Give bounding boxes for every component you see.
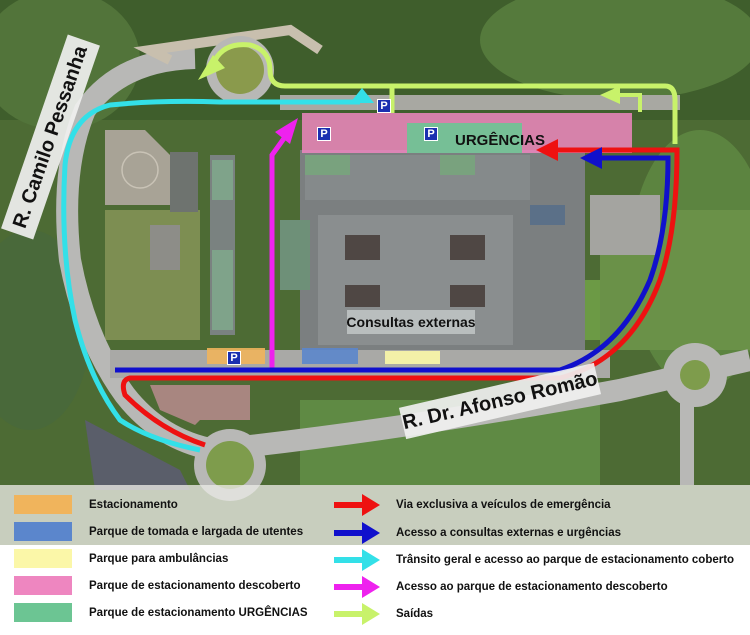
legend-item-ambulancias: Parque para ambulâncias <box>14 549 228 568</box>
urgencias-label: URGÊNCIAS <box>455 132 546 149</box>
parking-icon: P <box>317 127 331 141</box>
legend-label: Via exclusiva a veículos de emergência <box>396 499 611 511</box>
legend-item-descoberto: Parque de estacionamento descoberto <box>14 576 301 595</box>
legend-label: Acesso a consultas externas e urgências <box>396 527 621 539</box>
legend-route-transito-geral: Trânsito geral e acesso ao parque de est… <box>334 549 734 571</box>
legend-label: Acesso ao parque de estacionamento desco… <box>396 581 668 593</box>
parking-icon: P <box>377 99 391 113</box>
legend: Estacionamento Parque de tomada e largad… <box>0 485 750 635</box>
cyan-arrow-icon <box>334 549 380 571</box>
consultas-externas-label: Consultas externas <box>346 310 476 334</box>
magenta-arrow-icon <box>334 576 380 598</box>
legend-route-saidas: Saídas <box>334 603 433 625</box>
legend-route-consultas: Acesso a consultas externas e urgências <box>334 522 621 544</box>
legend-label: Estacionamento <box>89 498 178 511</box>
parking-icon: P <box>424 127 438 141</box>
legend-route-emergencia: Via exclusiva a veículos de emergência <box>334 494 611 516</box>
color-swatch <box>14 549 72 568</box>
blue-arrow-icon <box>334 522 380 544</box>
color-swatch <box>14 522 72 541</box>
legend-item-estacionamento: Estacionamento <box>14 495 178 514</box>
legend-item-urgencias: Parque de estacionamento URGÊNCIAS <box>14 603 308 622</box>
parking-icon: P <box>227 351 241 365</box>
legend-label: Parque de estacionamento URGÊNCIAS <box>89 606 308 619</box>
legend-label: Trânsito geral e acesso ao parque de est… <box>396 554 735 566</box>
red-arrow-icon <box>334 494 380 516</box>
legend-route-descoberto: Acesso ao parque de estacionamento desco… <box>334 576 668 598</box>
color-swatch <box>14 576 72 595</box>
legend-label: Parque para ambulâncias <box>89 552 229 565</box>
color-swatch <box>14 495 72 514</box>
lime-arrow-icon <box>334 603 380 625</box>
legend-item-tomada-largada: Parque de tomada e largada de utentes <box>14 522 303 541</box>
color-swatch <box>14 603 72 622</box>
legend-label: Parque de estacionamento descoberto <box>89 579 301 592</box>
legend-label: Parque de tomada e largada de utentes <box>89 525 304 538</box>
legend-label: Saídas <box>396 608 434 620</box>
